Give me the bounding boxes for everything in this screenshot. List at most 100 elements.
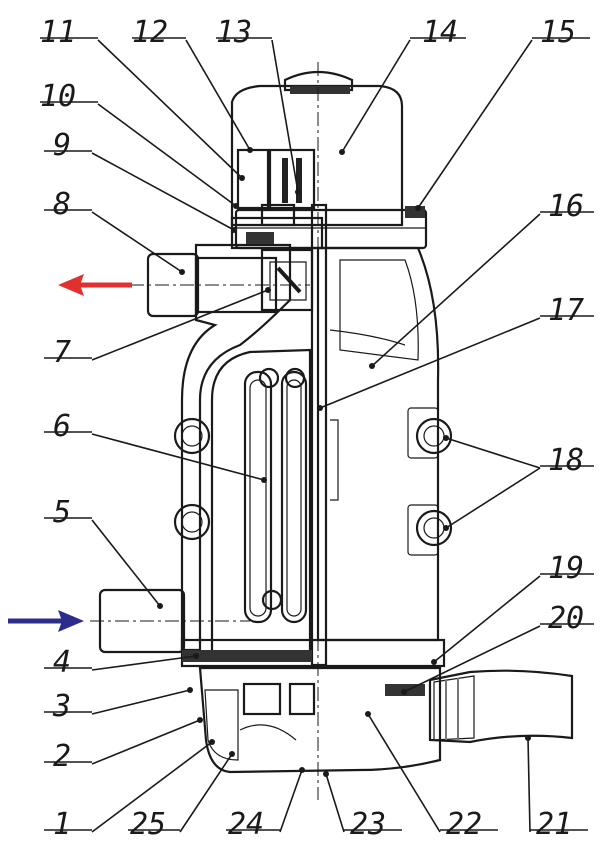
callout-dot bbox=[317, 405, 323, 411]
callout-leader bbox=[445, 467, 541, 529]
callout-leader bbox=[185, 39, 251, 151]
callout-leader bbox=[91, 433, 265, 481]
callout-12: 12 bbox=[132, 15, 253, 153]
callout-leader bbox=[97, 39, 243, 179]
power-cable bbox=[428, 669, 574, 744]
callout-dot bbox=[443, 525, 449, 531]
callout-14: 14 bbox=[339, 15, 466, 155]
thermostat-block bbox=[260, 248, 314, 312]
callout-5: 5 bbox=[44, 495, 163, 609]
callout-dot bbox=[229, 751, 235, 757]
callout-number: 6 bbox=[53, 409, 71, 444]
callout-leader bbox=[367, 713, 441, 833]
callout-2: 2 bbox=[44, 717, 203, 774]
callout-leader bbox=[279, 769, 303, 833]
callout-number: 9 bbox=[53, 128, 71, 163]
callout-4: 4 bbox=[44, 645, 199, 680]
callout-number: 20 bbox=[548, 601, 584, 636]
callout-leader bbox=[91, 689, 191, 715]
callout-6: 6 bbox=[44, 409, 267, 483]
callout-leader bbox=[417, 39, 533, 209]
callout-leader bbox=[433, 575, 541, 663]
coolant-cavity bbox=[210, 348, 312, 657]
callout-leader bbox=[91, 211, 183, 273]
callout-dot bbox=[295, 189, 301, 195]
callout-dot bbox=[157, 603, 163, 609]
heating-coil bbox=[243, 367, 308, 624]
callout-dot bbox=[247, 147, 253, 153]
callout-dot bbox=[261, 477, 267, 483]
callout-15: 15 bbox=[415, 15, 590, 211]
control-unit-housing bbox=[198, 666, 442, 774]
callout-16: 16 bbox=[369, 189, 594, 369]
callout-number: 19 bbox=[548, 551, 584, 586]
callout-leader bbox=[341, 39, 411, 153]
callout-dot bbox=[233, 203, 239, 209]
callout-leader bbox=[445, 437, 541, 469]
callout-number: 24 bbox=[228, 807, 264, 842]
callout-dot bbox=[323, 771, 329, 777]
callout-21: 21 bbox=[525, 735, 588, 842]
callout-leader bbox=[403, 625, 541, 693]
callout-number: 22 bbox=[446, 807, 482, 842]
callout-20: 20 bbox=[401, 601, 594, 695]
callout-dot bbox=[193, 653, 199, 659]
callout-7: 7 bbox=[44, 287, 271, 370]
callout-dot bbox=[443, 435, 449, 441]
boss-lower-left bbox=[173, 503, 211, 541]
callout-dot bbox=[299, 767, 305, 773]
callout-25: 25 bbox=[128, 751, 235, 842]
callout-dot bbox=[265, 287, 271, 293]
callout-dot bbox=[339, 149, 345, 155]
callout-number: 14 bbox=[422, 15, 458, 50]
callout-dot bbox=[197, 717, 203, 723]
boss-lower-right bbox=[415, 509, 453, 547]
callout-leader bbox=[271, 39, 299, 193]
callout-number: 15 bbox=[540, 15, 576, 50]
callout-dot bbox=[179, 269, 185, 275]
callout-leader bbox=[91, 741, 213, 833]
callout-leader bbox=[91, 152, 235, 231]
housing-wall-section bbox=[180, 243, 292, 652]
callout-number: 16 bbox=[548, 189, 584, 224]
callout-dot bbox=[415, 205, 421, 211]
callout-leader bbox=[325, 773, 345, 833]
callout-19: 19 bbox=[431, 551, 594, 665]
outlet-flow-arrow bbox=[58, 274, 132, 296]
callout-number: 12 bbox=[132, 15, 168, 50]
callout-number: 4 bbox=[53, 645, 71, 680]
callout-23: 23 bbox=[323, 771, 402, 842]
callout-dot bbox=[209, 739, 215, 745]
callout-dot bbox=[431, 659, 437, 665]
callout-number: 2 bbox=[53, 739, 71, 774]
callout-leader bbox=[91, 655, 197, 671]
callout-dot bbox=[231, 227, 237, 233]
callout-dot bbox=[369, 363, 375, 369]
callout-9: 9 bbox=[44, 128, 237, 233]
callout-number: 21 bbox=[536, 807, 572, 842]
callout-number: 5 bbox=[53, 495, 71, 530]
callout-11: 11 bbox=[40, 15, 245, 181]
callout-number: 1 bbox=[53, 807, 71, 842]
callout-leader bbox=[527, 737, 531, 833]
callout-3: 3 bbox=[44, 687, 193, 724]
callout-dot bbox=[365, 711, 371, 717]
seal-assembly bbox=[230, 203, 324, 250]
callout-number: 7 bbox=[53, 335, 71, 370]
callout-leader bbox=[371, 213, 541, 367]
callout-10: 10 bbox=[40, 79, 239, 209]
body-exterior bbox=[316, 246, 440, 642]
top-cap bbox=[230, 70, 428, 250]
callout-number: 25 bbox=[130, 807, 166, 842]
callout-18: 18 bbox=[443, 435, 594, 531]
callout-number: 11 bbox=[40, 15, 76, 50]
callout-dot bbox=[187, 687, 193, 693]
callout-number: 17 bbox=[548, 293, 584, 328]
callout-8: 8 bbox=[44, 187, 185, 275]
callout-dot bbox=[239, 175, 245, 181]
callout-dot bbox=[401, 689, 407, 695]
callout-dot bbox=[525, 735, 531, 741]
callout-number: 10 bbox=[40, 79, 76, 114]
